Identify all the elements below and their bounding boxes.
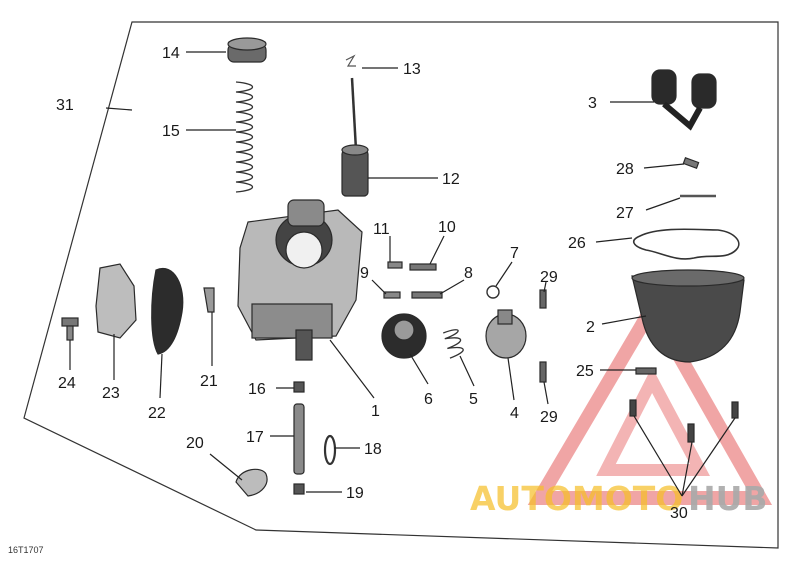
reference-code: 16T1707 <box>8 545 44 555</box>
label-21: 21 <box>200 373 218 390</box>
watermark-triangle-inner <box>596 367 710 476</box>
part-25-screw <box>635 367 657 375</box>
part-12-throttle-slide <box>341 144 369 197</box>
part-21-spring-link <box>203 287 215 313</box>
part-3-float <box>651 69 717 131</box>
label-29-lower: 29 <box>540 409 558 426</box>
label-6: 6 <box>424 391 433 408</box>
part-9-jet <box>383 291 401 299</box>
part-18-o-ring <box>323 434 337 466</box>
label-5: 5 <box>469 391 478 408</box>
part-29-screw-upper <box>539 289 547 309</box>
label-31: 31 <box>56 97 74 114</box>
label-29-upper: 29 <box>540 269 558 286</box>
part-29-screw-lower <box>539 361 547 383</box>
part-22-lever <box>151 267 184 355</box>
label-13: 13 <box>403 61 421 78</box>
watermark-triangle-outer <box>527 294 773 505</box>
label-12: 12 <box>442 171 460 188</box>
label-4: 4 <box>510 405 519 422</box>
part-17-main-jet-holder <box>293 403 305 475</box>
label-7: 7 <box>510 245 519 262</box>
part-28-needle-valve <box>682 157 700 169</box>
label-28: 28 <box>616 161 634 178</box>
automotohub-watermark: AUTOMOTO HUB <box>470 294 773 518</box>
label-22: 22 <box>148 405 166 422</box>
label-24: 24 <box>58 375 76 392</box>
label-27: 27 <box>616 205 634 222</box>
label-18: 18 <box>364 441 382 458</box>
part-23-bracket-plate <box>95 263 137 339</box>
part-16-jet <box>293 381 305 393</box>
label-26: 26 <box>568 235 586 252</box>
label-16: 16 <box>248 381 266 398</box>
label-3: 3 <box>588 95 597 112</box>
watermark-text-hub: HUB <box>688 479 768 518</box>
label-20: 20 <box>186 435 204 452</box>
part-30-screws <box>629 399 739 443</box>
label-30: 30 <box>670 505 688 522</box>
part-26-gasket <box>633 228 740 260</box>
label-15: 15 <box>162 123 180 140</box>
label-25: 25 <box>576 363 594 380</box>
label-8: 8 <box>464 265 473 282</box>
part-14-cap <box>227 37 267 63</box>
part-20-bracket <box>235 468 268 497</box>
part-10-screw <box>409 263 437 271</box>
label-9: 9 <box>360 265 369 282</box>
part-4-cover <box>485 309 527 359</box>
part-19-screw <box>293 483 305 495</box>
part-11-jet <box>387 261 403 269</box>
diagram-frame <box>23 21 779 549</box>
leader-lines <box>69 51 736 497</box>
label-14: 14 <box>162 45 180 62</box>
label-11: 11 <box>373 221 390 238</box>
label-10: 10 <box>438 219 456 236</box>
part-13-needle-clip <box>345 54 358 151</box>
label-19: 19 <box>346 485 364 502</box>
part-1-carburetor-body <box>237 199 363 361</box>
label-17: 17 <box>246 429 264 446</box>
part-15-spring <box>235 81 254 193</box>
watermark-text-automoto: AUTOMOTO <box>470 479 683 518</box>
callout-labels: 1 2 3 4 5 6 7 8 9 10 11 12 13 14 15 16 1… <box>56 45 688 522</box>
label-1: 1 <box>371 403 380 420</box>
part-2-float-bowl <box>631 269 745 363</box>
part-7-o-ring <box>486 285 500 299</box>
part-24-bolt <box>61 317 79 341</box>
part-8-screw <box>411 291 443 299</box>
part-6-diaphragm <box>381 313 427 359</box>
label-2: 2 <box>586 319 595 336</box>
label-23: 23 <box>102 385 120 402</box>
part-5-spring <box>443 329 464 359</box>
